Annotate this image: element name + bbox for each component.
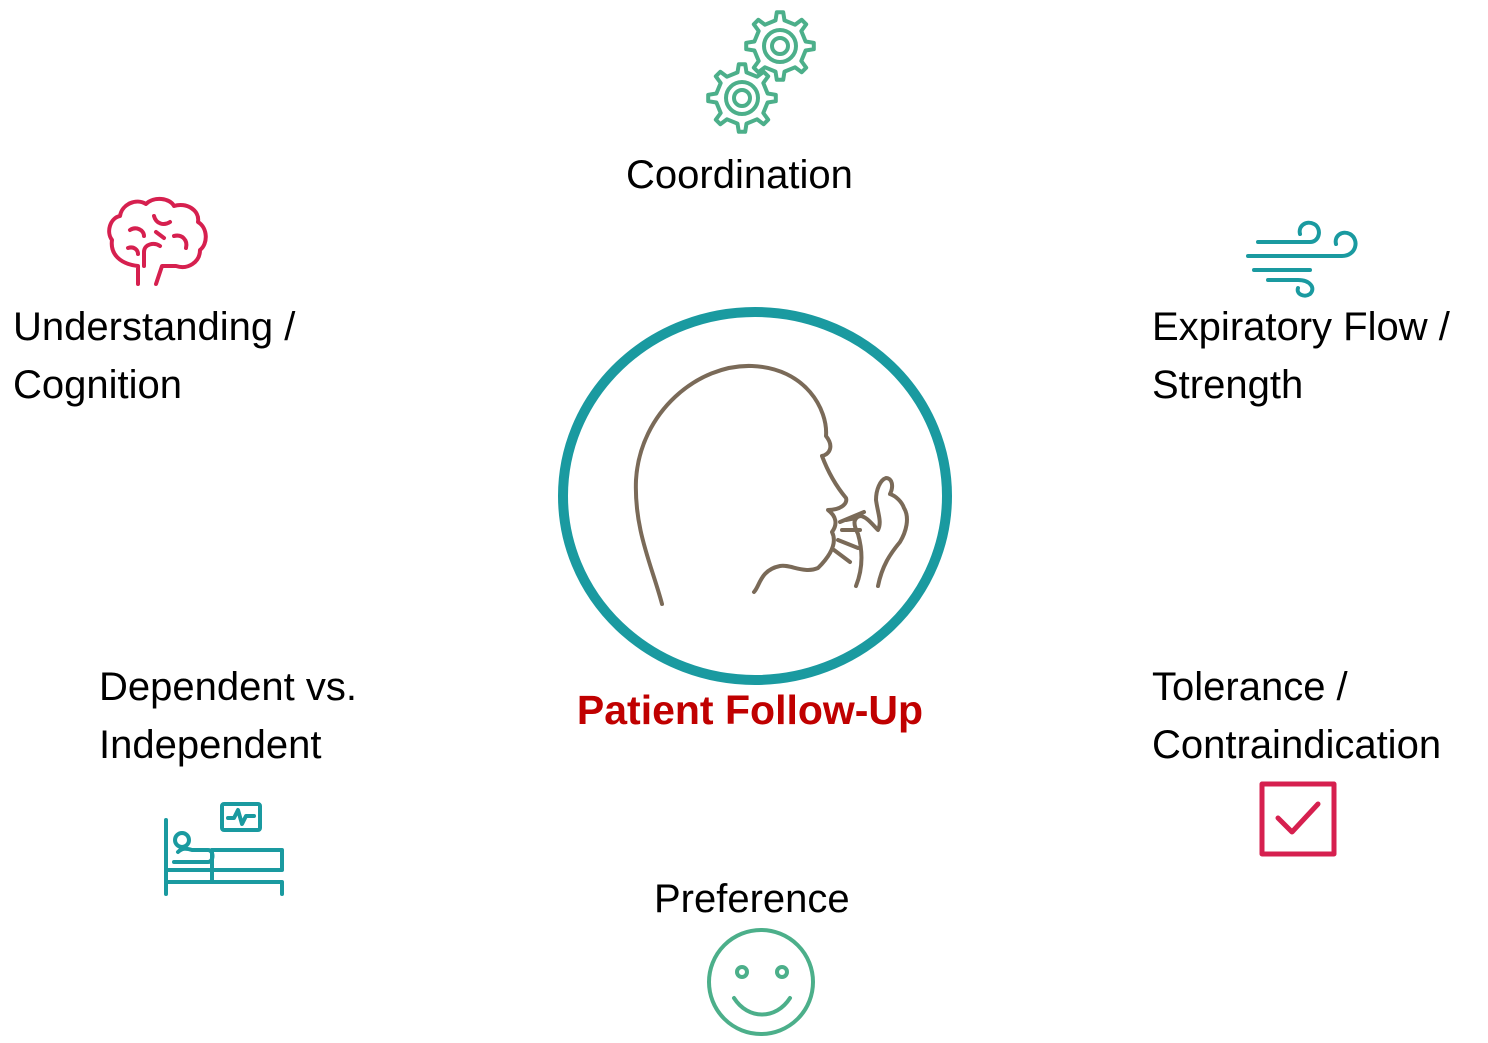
brain-icon [104, 196, 210, 292]
tolerance-label: Tolerance / Contraindication [1152, 665, 1442, 767]
preference-label: Preference [654, 877, 850, 921]
hospital-bed-icon [160, 800, 288, 900]
dependent-label: Dependent vs. Independent [99, 665, 357, 767]
smiley-icon [704, 924, 818, 1038]
coordination-label: Coordination [626, 153, 853, 197]
wind-icon [1244, 218, 1362, 298]
expiratory-label: Expiratory Flow / Strength [1152, 305, 1450, 407]
center-title: Patient Follow-Up [576, 687, 924, 733]
gears-icon [700, 8, 820, 138]
person-coughing-icon [556, 304, 954, 688]
checkbox-icon [1258, 780, 1338, 858]
understanding-label: Understanding / Cognition [13, 305, 296, 407]
